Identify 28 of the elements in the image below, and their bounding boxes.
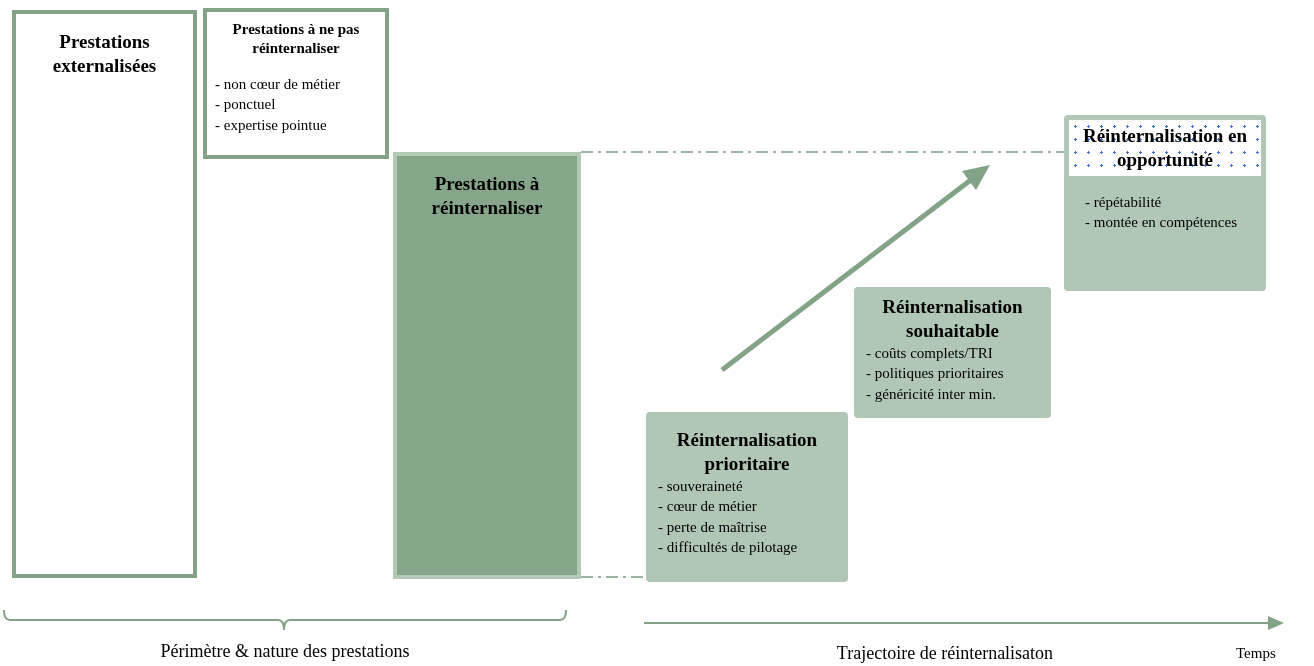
process-box (393, 152, 581, 579)
box-heading: Prestations à réinternaliser (430, 172, 544, 220)
process-box (1064, 115, 1266, 291)
bullet-item: - perte de maîtrise (657, 517, 768, 537)
axis-label: Trajectoire de réinternalisaton (835, 642, 1055, 665)
dash-dot-line (580, 151, 1065, 153)
bullet-item: - politiques prioritaires (865, 364, 1005, 384)
bullet-item: - difficultés de pilotage (657, 538, 799, 558)
box-heading: Réinternalisation souhaitable (881, 295, 1024, 343)
process-box (12, 10, 197, 578)
box-heading: Prestations externalisées (51, 30, 158, 78)
process-box (646, 412, 848, 582)
bullet-item: - montée en compétences (1084, 213, 1238, 233)
process-box (854, 287, 1051, 418)
bullet-item: - expertise pointue (215, 115, 328, 135)
box-heading: Prestations à ne pas réinternaliser (231, 20, 361, 58)
bullet-item: - cœur de métier (657, 497, 758, 517)
axis-label: Temps (1236, 644, 1276, 663)
bullet-item: - généricité inter min. (865, 384, 997, 404)
bullet-item: - non cœur de métier (215, 74, 341, 94)
axis-label: Périmètre & nature des prestations (159, 640, 411, 663)
process-box (203, 8, 389, 159)
box-heading: Réinternalisation prioritaire (675, 428, 819, 476)
bullet-item: - répétabilité (1084, 192, 1163, 212)
box-heading: Réinternalisation en opportunité (1081, 124, 1249, 172)
bullet-item: - ponctuel (215, 95, 277, 115)
bullet-item: - souveraineté (657, 476, 744, 496)
bullet-item: - coûts complets/TRI (865, 343, 994, 363)
